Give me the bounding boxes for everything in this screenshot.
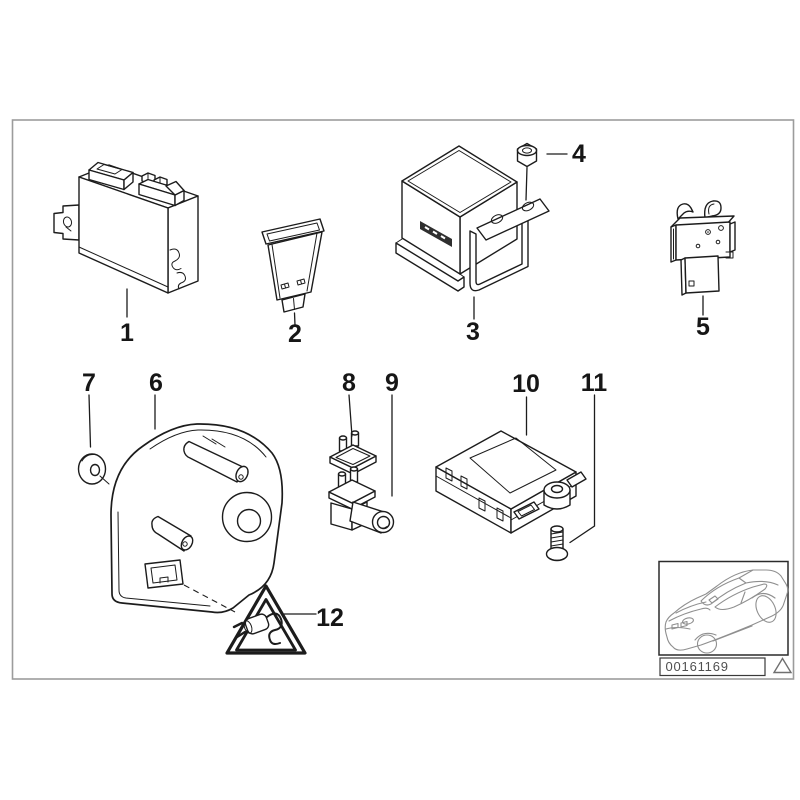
grommet-illustration	[77, 453, 110, 485]
hex-nut-illustration	[516, 142, 538, 201]
contact-switch-illustration	[329, 430, 377, 475]
callout-label-8: 8	[342, 369, 356, 397]
callout-label-4: 4	[572, 140, 586, 168]
callout-label-9: 9	[385, 369, 399, 397]
part-number-text: 00161169	[666, 659, 729, 674]
callout-label-1: 1	[120, 319, 134, 347]
diagram-frame	[11, 119, 795, 680]
relay-bracket-illustration	[395, 145, 550, 292]
leader-line-11	[569, 394, 596, 544]
callout-label-2: 2	[288, 320, 302, 348]
part-number-box	[659, 657, 766, 677]
legend-triangle-icon	[772, 657, 793, 674]
leader-line-7	[88, 394, 92, 448]
callout-label-6: 6	[149, 369, 163, 397]
alarm-siren-illustration	[110, 423, 284, 614]
leader-line-2	[293, 312, 296, 326]
alarm-control-unit-illustration	[435, 430, 587, 534]
callout-label-10: 10	[512, 370, 540, 398]
callout-label-3: 3	[466, 318, 480, 346]
callout-label-12: 12	[316, 604, 344, 632]
car-icon	[664, 569, 789, 654]
plug-icon	[232, 612, 283, 645]
callout-label-11: 11	[581, 369, 608, 397]
control-module-illustration	[53, 161, 199, 294]
screw-illustration	[545, 525, 569, 562]
warning-triangle-icon	[225, 584, 307, 655]
callout-label-7: 7	[82, 369, 96, 397]
leader-line-8	[348, 394, 353, 437]
car-thumbnail: 00161169	[658, 560, 793, 677]
microswitch-illustration	[670, 200, 736, 296]
rocker-switch-illustration	[261, 218, 325, 313]
callout-label-5: 5	[696, 313, 710, 341]
tilt-switch-illustration	[328, 466, 395, 534]
